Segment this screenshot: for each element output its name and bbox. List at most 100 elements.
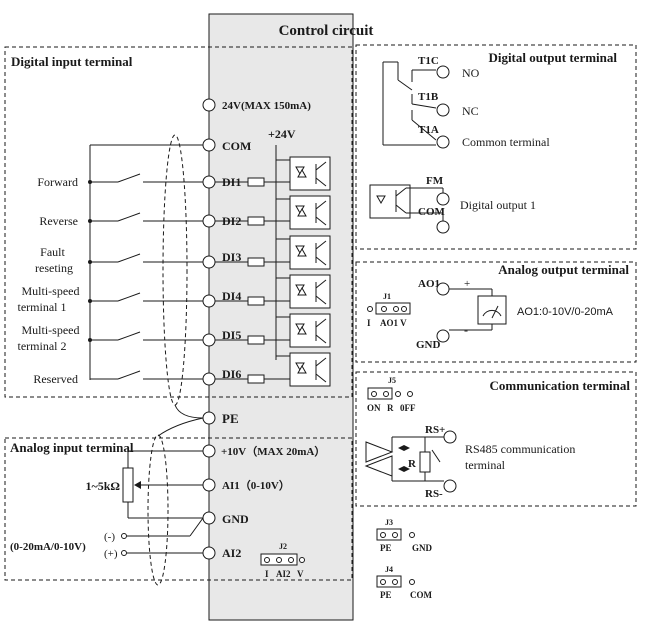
- j4-pin-3: [409, 579, 415, 585]
- di2-node: [88, 219, 92, 223]
- rs485-switch: [431, 449, 441, 463]
- di5-transistor-c: [315, 318, 327, 328]
- di4-switch: [117, 292, 141, 302]
- relay-to-nc: [411, 103, 437, 109]
- terminal-di1: [202, 175, 216, 189]
- label-24v: 24V(MAX 150mA): [222, 100, 311, 112]
- j4-left-label: PE: [380, 590, 392, 600]
- rs485-transceiver: [365, 441, 394, 463]
- t1b-label: T1B: [418, 91, 439, 103]
- di4-optocoupler: [289, 274, 331, 309]
- pot-label: 1~5kΩ: [85, 479, 120, 493]
- terminal-di6: [202, 372, 216, 386]
- ao-plus-label: +: [464, 278, 470, 290]
- di6-func-label: Reserved: [33, 372, 78, 386]
- di6-led-2: [297, 364, 307, 374]
- di4-transistor-e: [315, 295, 327, 305]
- di2-resistor: [247, 216, 265, 226]
- terminal-10v: [202, 444, 216, 458]
- di3-terminal-label: DI3: [222, 250, 241, 264]
- j1-pin-3: [393, 306, 399, 312]
- terminal-fm: [436, 192, 450, 206]
- di1-resistor: [247, 177, 265, 187]
- terminal-nc: [436, 103, 450, 117]
- ao1-label: AO1: [418, 278, 440, 290]
- j2-pin-1: [264, 557, 270, 563]
- ao-minus-label: -: [464, 323, 468, 337]
- di3-node: [88, 260, 92, 264]
- j3-jumper: [376, 528, 402, 541]
- j5-jumper: [367, 387, 393, 400]
- label-plus24v: +24V: [268, 127, 296, 141]
- rs485-arrow-3: [398, 466, 404, 472]
- di5-terminal-label: DI5: [222, 328, 241, 342]
- di-row-2: Reverse DI2: [39, 195, 331, 230]
- ao-gnd-label: GND: [416, 339, 441, 351]
- j2-right-label: V: [297, 569, 304, 579]
- analog-input-box: [4, 437, 353, 581]
- pot-wiper-arrow: [134, 481, 141, 489]
- label-com: COM: [222, 139, 251, 153]
- di3-func-label: Fault reseting: [35, 245, 73, 275]
- rs485-label-line2: terminal: [465, 458, 506, 472]
- terminal-common: [436, 135, 450, 149]
- ai2-plus-label: (+): [104, 548, 118, 560]
- j1-left-label: I: [367, 318, 371, 328]
- di2-transistor-e: [315, 216, 327, 226]
- potentiometer: [122, 467, 134, 503]
- di3-led-2: [297, 247, 307, 257]
- terminal-ai2: [202, 546, 216, 560]
- terminal-di5: [202, 333, 216, 347]
- terminal-ai1: [202, 478, 216, 492]
- di6-optocoupler: [289, 352, 331, 387]
- di1-switch: [117, 173, 141, 183]
- fm-led: [376, 195, 386, 205]
- j5-pin-4: [407, 391, 413, 397]
- j4-right-label: COM: [410, 590, 433, 600]
- di6-terminal-label: DI6: [222, 367, 241, 381]
- do1-label: Digital output 1: [460, 198, 536, 212]
- di6-transistor-e: [315, 373, 327, 383]
- di5-func-label-line1: Multi-speed: [22, 323, 80, 337]
- analog-input-heading-line: Analog input terminal: [10, 440, 134, 455]
- di1-func-label: Forward: [37, 175, 78, 189]
- terminal-di2: [202, 214, 216, 228]
- terminal-rs-plus: [443, 430, 457, 444]
- j4-pin-2: [392, 579, 398, 585]
- di1-transistor-c: [315, 161, 327, 171]
- j1-pin-1: [367, 306, 373, 312]
- rs485-arrow-1: [398, 445, 404, 451]
- terminal-rs-minus: [443, 479, 457, 493]
- fm-com-label: COM: [418, 206, 446, 218]
- j1-pin-2: [381, 306, 387, 312]
- j5-pin-3: [395, 391, 401, 397]
- di3-transistor-c: [315, 240, 327, 250]
- j4-pin-1: [380, 579, 386, 585]
- di3-switch: [117, 253, 141, 263]
- pe-shield-wire-top: [174, 404, 204, 419]
- label-gnd-analog: GND: [222, 512, 249, 526]
- di4-func-label: Multi-speed terminal 1: [18, 284, 83, 314]
- fm-transistor-e: [395, 204, 407, 214]
- shield-ellipse-top: [162, 134, 188, 406]
- j3-left-label: PE: [380, 543, 392, 553]
- terminal-24v: [202, 98, 216, 112]
- terminal-com: [202, 138, 216, 152]
- di1-transistor-e: [315, 177, 327, 187]
- di6-resistor: [247, 374, 265, 384]
- di4-node: [88, 299, 92, 303]
- di6-switch: [117, 370, 141, 380]
- label-10v: +10V（MAX 20mA）: [221, 445, 325, 458]
- j4-name: J4: [385, 565, 393, 574]
- j1-right-label: AO1 V: [380, 318, 407, 328]
- di4-func-label-line1: Multi-speed: [22, 284, 80, 298]
- terminal-gnd-analog: [202, 511, 216, 525]
- rs485-arrow-4: [404, 466, 410, 472]
- label-ai2: AI2: [222, 546, 241, 560]
- di3-optocoupler: [289, 235, 331, 270]
- terminal-no: [436, 65, 450, 79]
- communication-heading: Communication terminal: [490, 378, 631, 393]
- label-ai1: AI1（0-10V）: [222, 479, 290, 492]
- j1-jumper: [375, 302, 411, 315]
